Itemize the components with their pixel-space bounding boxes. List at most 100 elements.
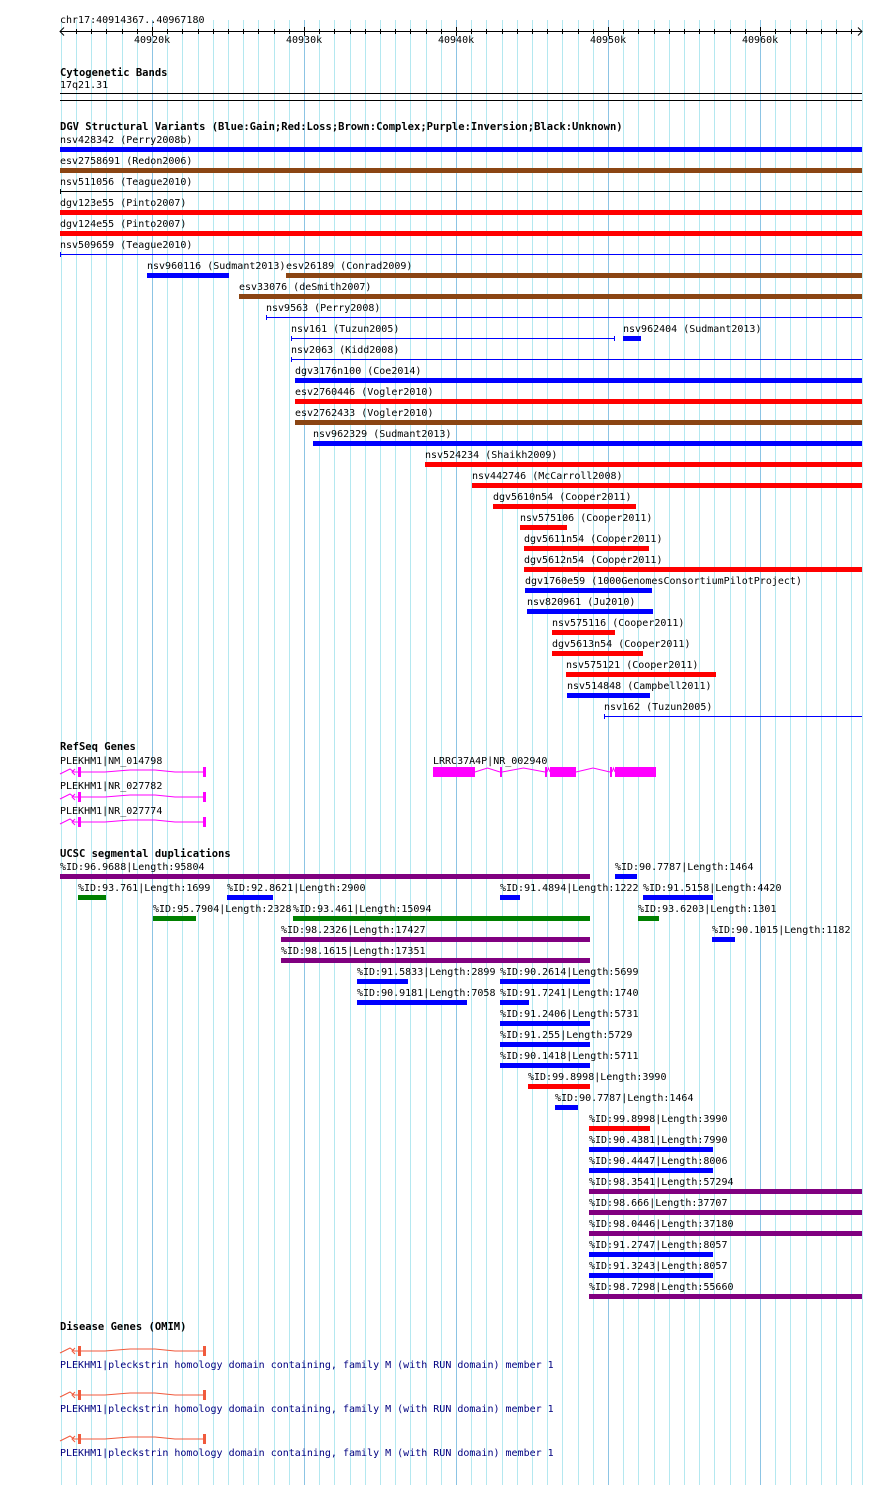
structural-variant-label[interactable]: esv33076 (deSmith2007) [239, 282, 372, 293]
segmental-duplication-bar[interactable] [589, 1189, 862, 1194]
segmental-duplication-bar[interactable] [500, 1021, 590, 1026]
structural-variant-line[interactable] [60, 254, 862, 255]
structural-variant-label[interactable]: esv2760446 (Vogler2010) [295, 387, 434, 398]
segmental-duplication-label[interactable]: %ID:90.9181|Length:7058 [357, 988, 496, 999]
structural-variant-bar[interactable] [472, 483, 862, 488]
structural-variant-bar[interactable] [623, 336, 641, 341]
segmental-duplication-label[interactable]: %ID:95.7904|Length:2328 [153, 904, 292, 915]
structural-variant-bar[interactable] [239, 294, 862, 299]
structural-variant-label[interactable]: nsv962329 (Sudmant2013) [313, 429, 452, 440]
structural-variant-bar[interactable] [524, 567, 862, 572]
structural-variant-label[interactable]: dgv5611n54 (Cooper2011) [524, 534, 663, 545]
segmental-duplication-bar[interactable] [589, 1147, 713, 1152]
structural-variant-label[interactable]: nsv960116 (Sudmant2013) [147, 261, 286, 272]
structural-variant-bar[interactable] [520, 525, 567, 530]
structural-variant-label[interactable]: nsv162 (Tuzun2005) [604, 702, 713, 713]
segmental-duplication-label[interactable]: %ID:93.6203|Length:1301 [638, 904, 777, 915]
omim-gene-glyph[interactable] [0, 1389, 890, 1401]
structural-variant-label[interactable]: nsv962404 (Sudmant2013) [623, 324, 762, 335]
segmental-duplication-label[interactable]: %ID:99.8998|Length:3990 [589, 1114, 728, 1125]
segmental-duplication-label[interactable]: %ID:96.9688|Length:95804 [60, 862, 205, 873]
structural-variant-bar[interactable] [493, 504, 636, 509]
structural-variant-bar[interactable] [60, 210, 862, 215]
segmental-duplication-label[interactable]: %ID:90.4447|Length:8006 [589, 1156, 728, 1167]
segmental-duplication-label[interactable]: %ID:91.4894|Length:1222 [500, 883, 639, 894]
segmental-duplication-bar[interactable] [589, 1168, 713, 1173]
structural-variant-label[interactable]: dgv3176n100 (Coe2014) [295, 366, 422, 377]
structural-variant-label[interactable]: nsv511056 (Teague2010) [60, 177, 193, 188]
structural-variant-label[interactable]: nsv161 (Tuzun2005) [291, 324, 400, 335]
structural-variant-label[interactable]: nsv428342 (Perry2008b) [60, 135, 193, 146]
structural-variant-bar[interactable] [525, 588, 652, 593]
segmental-duplication-bar[interactable] [555, 1105, 578, 1110]
structural-variant-line[interactable] [291, 338, 615, 339]
segmental-duplication-bar[interactable] [589, 1294, 862, 1299]
segmental-duplication-bar[interactable] [589, 1126, 650, 1131]
structural-variant-label[interactable]: dgv5610n54 (Cooper2011) [493, 492, 632, 503]
structural-variant-bar[interactable] [147, 273, 229, 278]
structural-variant-label[interactable]: nsv575106 (Cooper2011) [520, 513, 653, 524]
segmental-duplication-bar[interactable] [357, 979, 408, 984]
structural-variant-bar[interactable] [295, 399, 862, 404]
segmental-duplication-bar[interactable] [589, 1252, 713, 1257]
structural-variant-bar[interactable] [552, 651, 643, 656]
segmental-duplication-bar[interactable] [500, 895, 520, 900]
segmental-duplication-bar[interactable] [227, 895, 273, 900]
omim-gene-label[interactable]: PLEKHM1|pleckstrin homology domain conta… [60, 1404, 554, 1415]
refseq-gene-glyph[interactable] [0, 766, 890, 778]
segmental-duplication-bar[interactable] [589, 1231, 862, 1236]
segmental-duplication-label[interactable]: %ID:91.255|Length:5729 [500, 1030, 633, 1041]
structural-variant-label[interactable]: esv26189 (Conrad2009) [286, 261, 413, 272]
structural-variant-bar[interactable] [295, 378, 862, 383]
structural-variant-line[interactable] [60, 191, 862, 192]
structural-variant-label[interactable]: nsv442746 (McCarroll2008) [472, 471, 623, 482]
cytoband-label[interactable]: 17q21.31 [60, 80, 109, 91]
segmental-duplication-bar[interactable] [500, 1063, 590, 1068]
segmental-duplication-label[interactable]: %ID:91.5158|Length:4420 [643, 883, 782, 894]
structural-variant-line[interactable] [604, 716, 862, 717]
segmental-duplication-bar[interactable] [712, 937, 735, 942]
segmental-duplication-bar[interactable] [589, 1273, 713, 1278]
structural-variant-label[interactable]: esv2758691 (Redon2006) [60, 156, 193, 167]
refseq-gene-glyph[interactable] [0, 766, 890, 778]
structural-variant-label[interactable]: nsv575121 (Cooper2011) [566, 660, 699, 671]
structural-variant-label[interactable]: nsv509659 (Teague2010) [60, 240, 193, 251]
segmental-duplication-label[interactable]: %ID:98.3541|Length:57294 [589, 1177, 734, 1188]
structural-variant-bar[interactable] [295, 420, 862, 425]
segmental-duplication-label[interactable]: %ID:93.461|Length:15094 [293, 904, 432, 915]
segmental-duplication-label[interactable]: %ID:90.7787|Length:1464 [555, 1093, 694, 1104]
structural-variant-label[interactable]: dgv1760e59 (1000GenomesConsortiumPilotPr… [525, 576, 802, 587]
structural-variant-bar[interactable] [566, 672, 716, 677]
segmental-duplication-label[interactable]: %ID:90.7787|Length:1464 [615, 862, 754, 873]
segmental-duplication-bar[interactable] [528, 1084, 590, 1089]
segmental-duplication-label[interactable]: %ID:91.2747|Length:8057 [589, 1240, 728, 1251]
segmental-duplication-bar[interactable] [281, 958, 590, 963]
omim-gene-label[interactable]: PLEKHM1|pleckstrin homology domain conta… [60, 1448, 554, 1459]
segmental-duplication-label[interactable]: %ID:98.7298|Length:55660 [589, 1282, 734, 1293]
segmental-duplication-label[interactable]: %ID:91.5833|Length:2899 [357, 967, 496, 978]
omim-gene-glyph[interactable] [0, 1345, 890, 1357]
structural-variant-label[interactable]: dgv124e55 (Pinto2007) [60, 219, 187, 230]
segmental-duplication-bar[interactable] [78, 895, 106, 900]
structural-variant-label[interactable]: nsv524234 (Shaikh2009) [425, 450, 558, 461]
segmental-duplication-label[interactable]: %ID:91.2406|Length:5731 [500, 1009, 639, 1020]
structural-variant-label[interactable]: esv2762433 (Vogler2010) [295, 408, 434, 419]
structural-variant-bar[interactable] [60, 168, 862, 173]
structural-variant-label[interactable]: nsv9563 (Perry2008) [266, 303, 381, 314]
segmental-duplication-bar[interactable] [643, 895, 713, 900]
structural-variant-label[interactable]: nsv514848 (Campbell2011) [567, 681, 712, 692]
segmental-duplication-label[interactable]: %ID:98.666|Length:37707 [589, 1198, 728, 1209]
segmental-duplication-label[interactable]: %ID:91.3243|Length:8057 [589, 1261, 728, 1272]
segmental-duplication-label[interactable]: %ID:99.8998|Length:3990 [528, 1072, 667, 1083]
segmental-duplication-bar[interactable] [500, 979, 590, 984]
segmental-duplication-bar[interactable] [293, 916, 590, 921]
structural-variant-label[interactable]: dgv5612n54 (Cooper2011) [524, 555, 663, 566]
structural-variant-bar[interactable] [313, 441, 862, 446]
segmental-duplication-bar[interactable] [60, 874, 590, 879]
refseq-gene-label[interactable]: PLEKHM1|NR_027782 [60, 781, 163, 792]
segmental-duplication-label[interactable]: %ID:92.8621|Length:2900 [227, 883, 366, 894]
refseq-gene-glyph[interactable] [0, 791, 890, 803]
structural-variant-bar[interactable] [60, 231, 862, 236]
segmental-duplication-bar[interactable] [615, 874, 637, 879]
structural-variant-label[interactable]: nsv575116 (Cooper2011) [552, 618, 685, 629]
